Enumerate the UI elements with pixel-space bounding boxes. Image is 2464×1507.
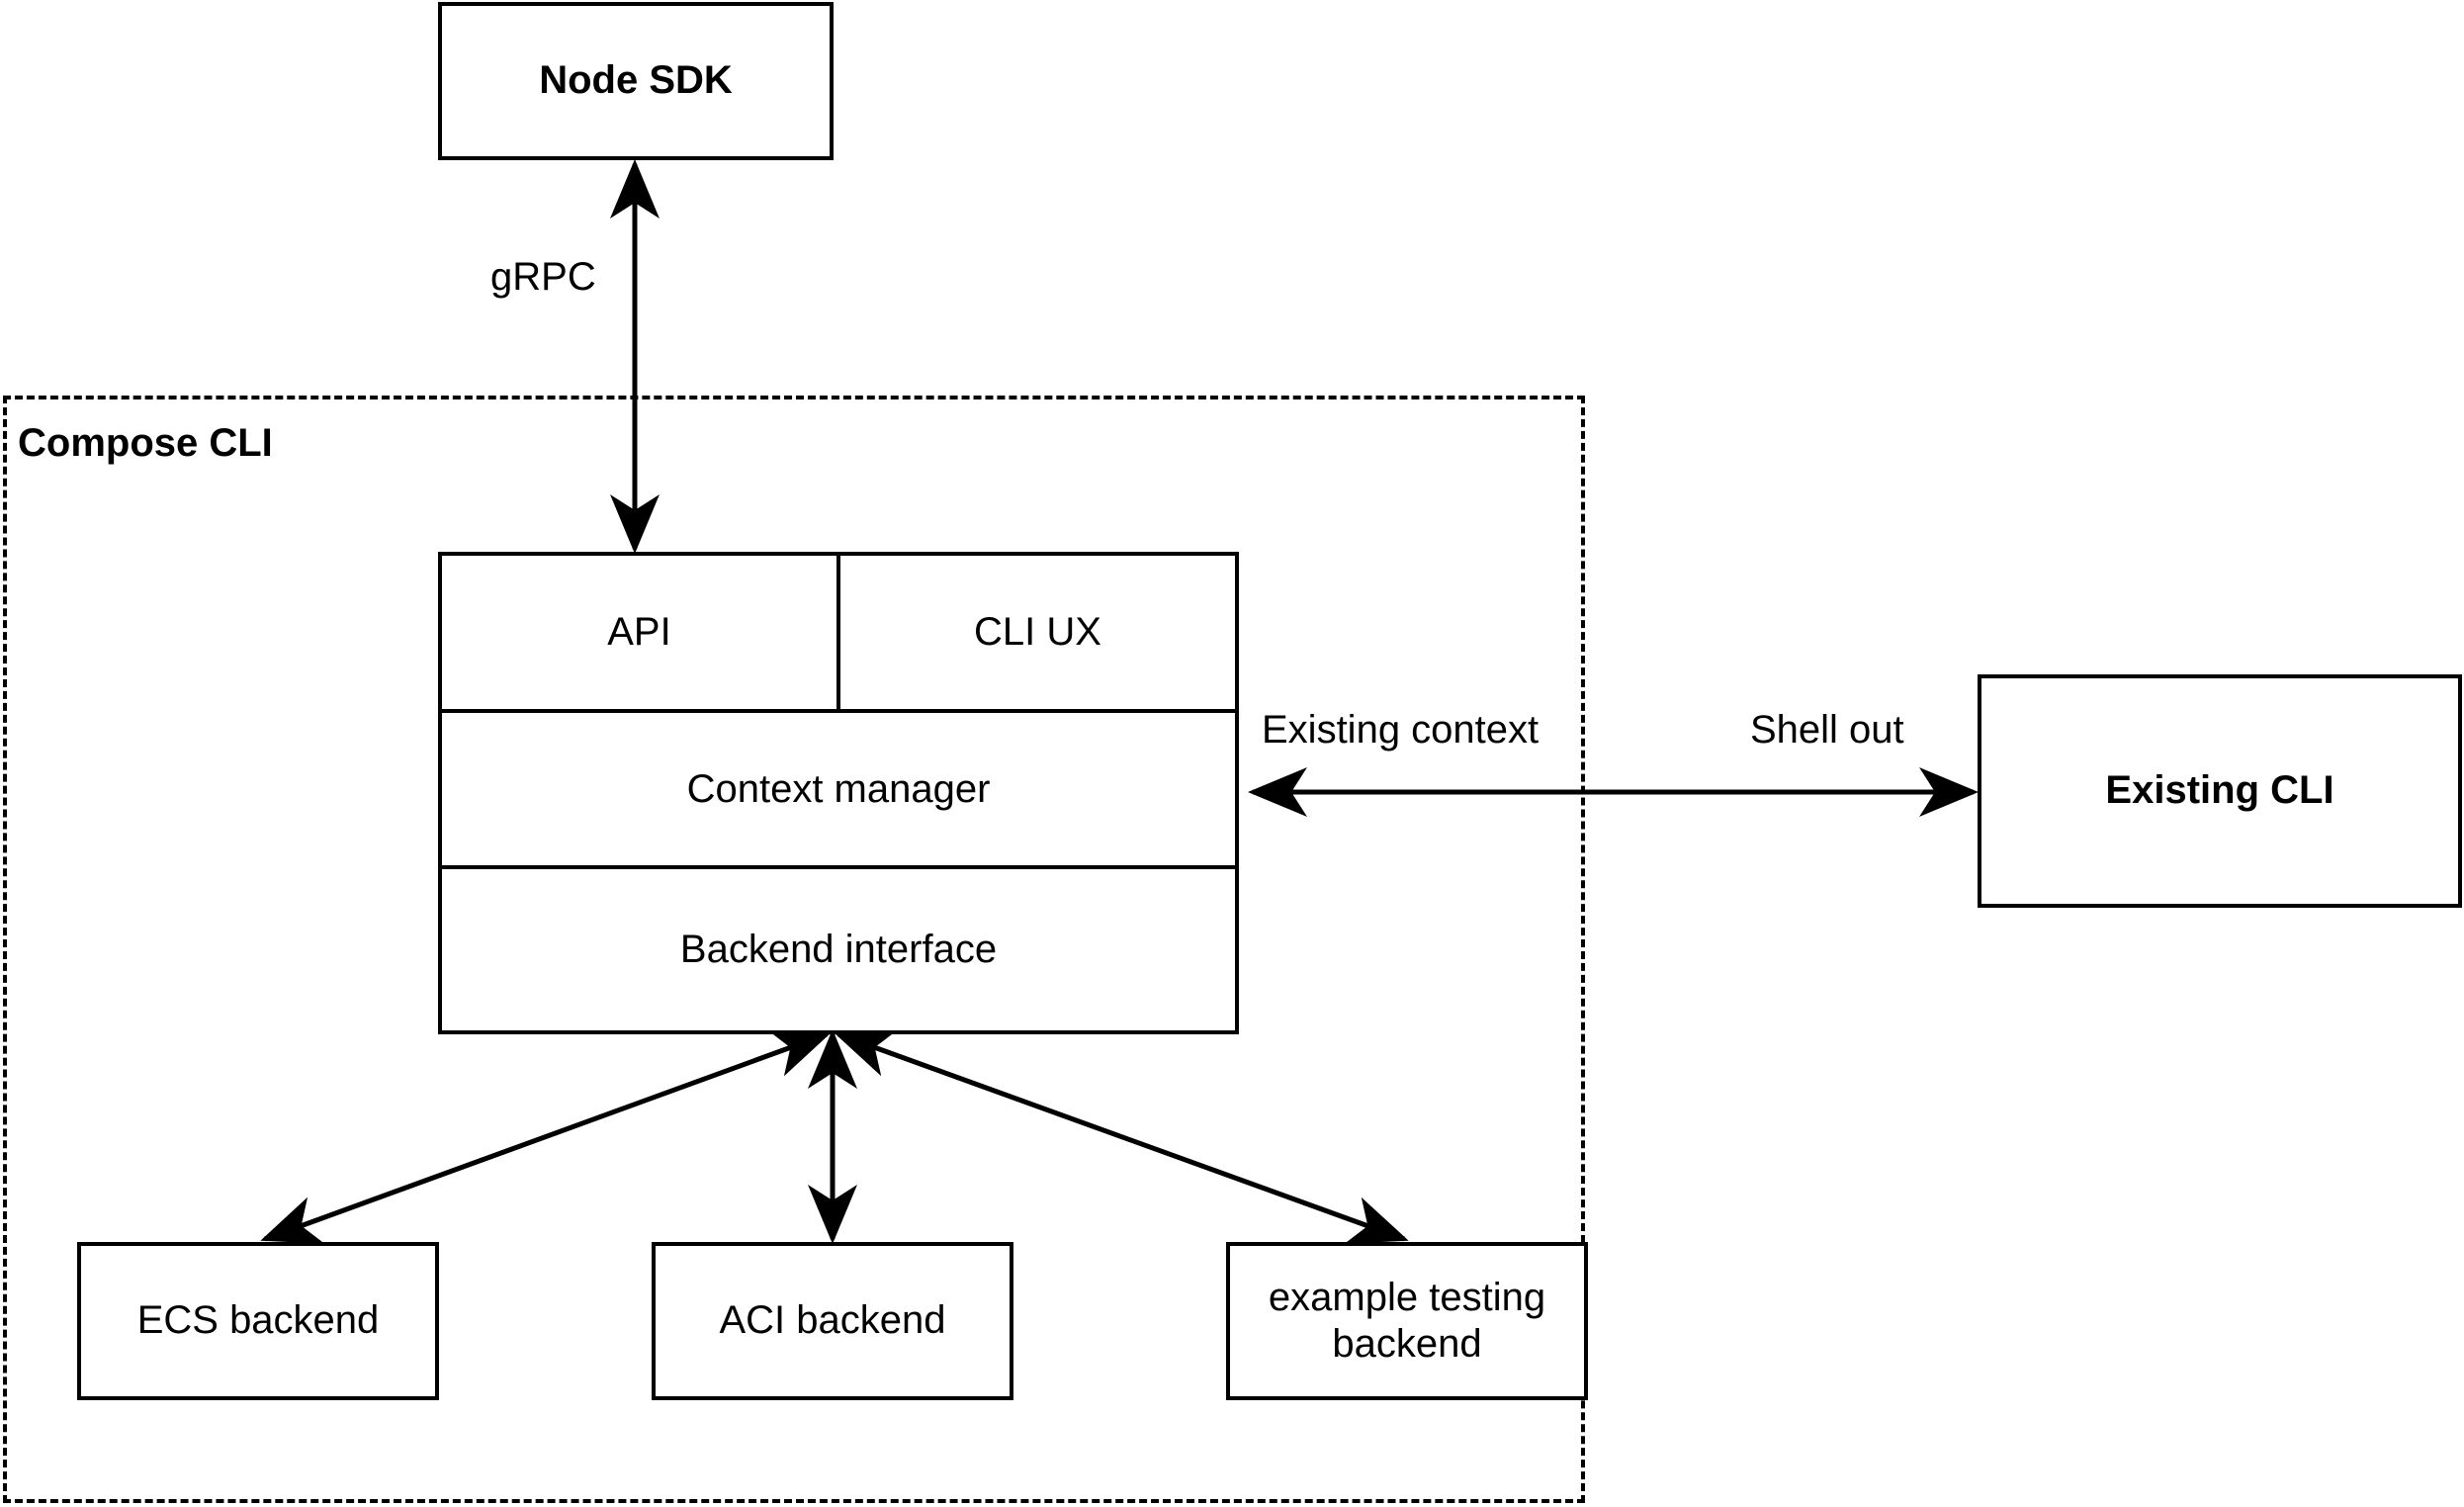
node-cli-ux[interactable]: CLI UX — [974, 610, 1101, 655]
node-backend-interface[interactable]: Backend interface — [679, 927, 998, 971]
edge-label-grpc: gRPC — [486, 257, 600, 297]
node-context-manager[interactable]: Context manager — [686, 766, 991, 811]
node-ecs-backend[interactable]: ECS backend — [77, 1242, 439, 1400]
core-row-context-manager: Context manager — [442, 713, 1235, 869]
compose-cli-core: API CLI UX Context manager Backend inter… — [438, 552, 1239, 1034]
compose-cli-group-label: Compose CLI — [18, 421, 273, 465]
core-row-backend-interface: Backend interface — [442, 869, 1235, 1030]
node-existing-cli[interactable]: Existing CLI — [1978, 674, 2462, 908]
node-aci-backend[interactable]: ACI backend — [652, 1242, 1013, 1400]
core-row-api-cliux: API CLI UX — [442, 556, 1235, 714]
edge-label-existing-context: Existing context — [1258, 710, 1543, 750]
node-api[interactable]: API — [442, 556, 840, 710]
edge-label-shell-out: Shell out — [1746, 710, 1908, 750]
node-node-sdk[interactable]: Node SDK — [438, 2, 834, 160]
compose-cli-group-box — [3, 396, 1585, 1503]
node-example-testing-backend[interactable]: example testing backend — [1226, 1242, 1588, 1400]
